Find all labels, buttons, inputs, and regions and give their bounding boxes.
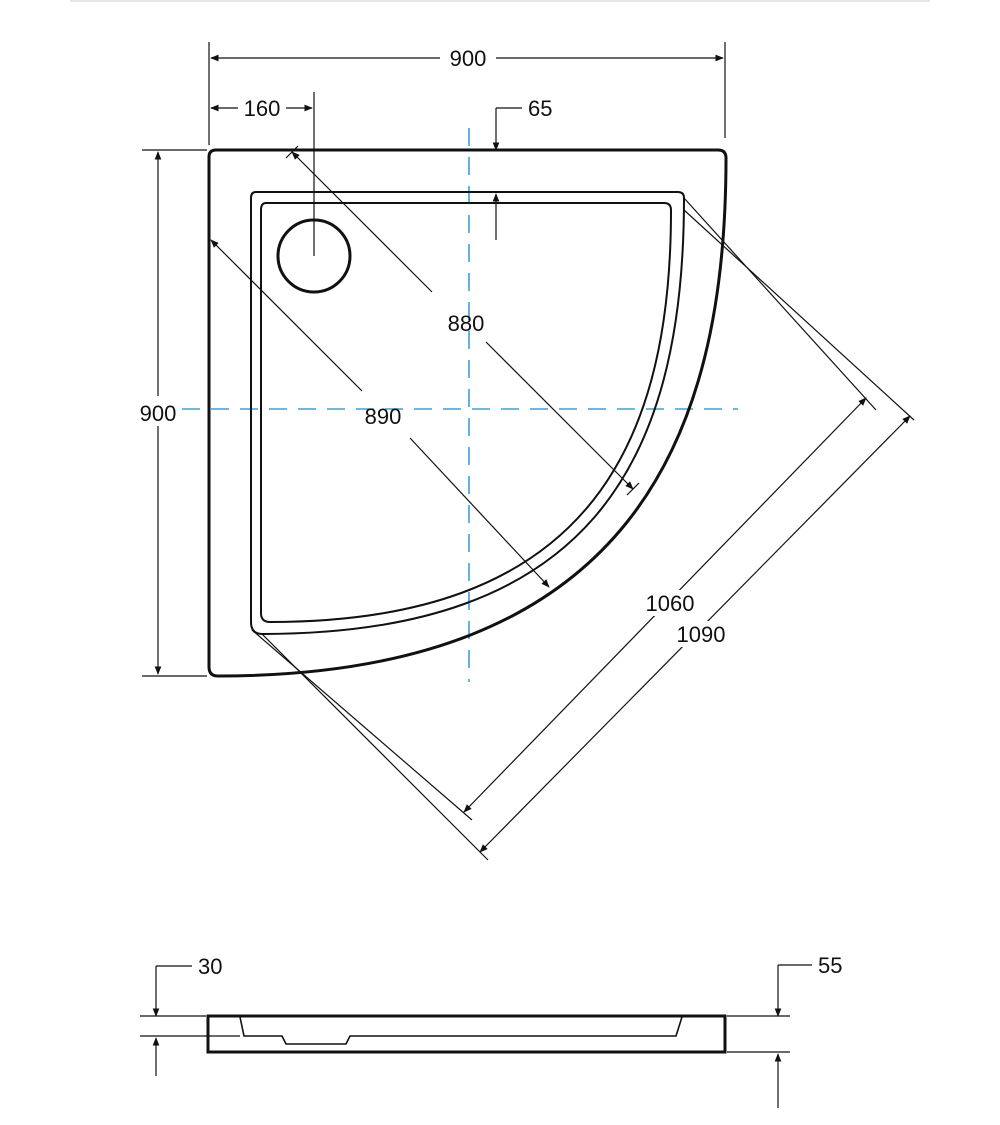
dimension-overall-depth — [142, 149, 207, 677]
basin-profile — [239, 1016, 683, 1045]
top-view: 900 160 65 900 — [140, 42, 915, 861]
side-view: 30 55 — [140, 953, 842, 1108]
label-outer-diagonal: 890 — [365, 404, 402, 429]
label-drain-offset: 160 — [244, 96, 281, 121]
label-rim-width: 65 — [528, 96, 552, 121]
dimension-basin-depth — [140, 965, 240, 1076]
label-overall-width: 900 — [450, 46, 487, 71]
label-overall-depth: 900 — [140, 401, 177, 426]
dimension-overall-width — [208, 42, 726, 145]
tray-profile-outline — [206, 1014, 727, 1054]
dimension-rim-width — [492, 107, 522, 240]
label-bg-inner-chord — [638, 590, 702, 616]
dimension-total-height — [727, 964, 812, 1108]
label-total-height: 55 — [818, 953, 842, 978]
label-basin-depth: 30 — [198, 954, 222, 979]
label-inner-chord: 1060 — [646, 591, 695, 616]
top-border-line — [70, 0, 930, 2]
basin-inner-edge — [260, 202, 673, 624]
basin-outer-edge — [250, 191, 686, 636]
label-inner-diagonal: 880 — [448, 311, 485, 336]
label-bg-outer-chord — [668, 621, 732, 647]
label-outer-chord: 1090 — [677, 622, 726, 647]
